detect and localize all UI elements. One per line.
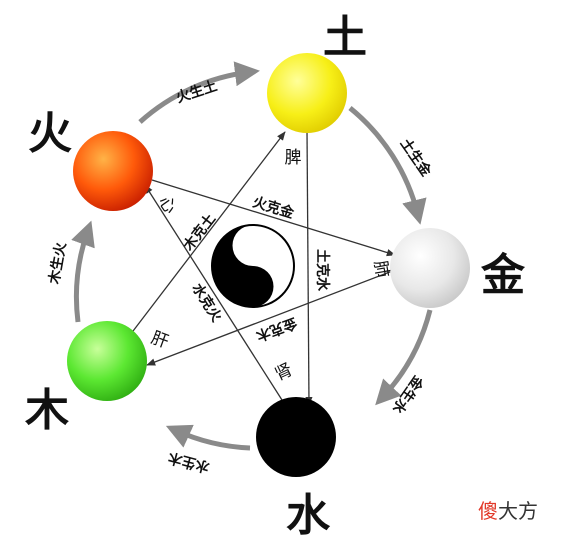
metal-label: 金 [480,250,526,301]
label-water-wood: 水生木 [165,448,211,476]
fire-node [73,131,153,211]
arrow-earth-to-metal [348,106,427,225]
arrow-water-to-wood [165,424,251,451]
generating-cycle [71,61,433,451]
arrow-fire-to-earth [138,61,260,124]
metal-node [390,228,470,308]
label-metal-wood: 金克木 [253,314,300,345]
arrow-fire-to-metal [151,179,396,257]
water-label: 水 [286,490,331,541]
controlling-star [129,129,396,406]
yin-yang-icon [211,224,295,308]
organ-heart: 心 [154,192,180,217]
arrow-water-to-fire [144,184,283,401]
label-wood-fire: 木生火 [45,240,69,286]
water-node [256,397,336,477]
wood-node [67,321,147,401]
earth-node [267,53,347,133]
earth-label: 土 [323,12,367,63]
label-metal-water: 金生水 [388,372,427,418]
watermark: 傻大方 [478,499,538,523]
wood-label: 木 [25,385,69,436]
arrow-metal-to-wood [146,269,396,366]
fire-label: 火 [28,108,72,159]
arrow-earth-to-water [305,129,313,406]
label-fire-earth: 火生土 [174,77,219,106]
organ-lung: 肺 [370,259,393,279]
arrow-wood-to-fire [71,220,95,323]
organ-kidney: 肾 [272,360,296,385]
label-earth-water: 土克水 [314,249,331,292]
arrow-metal-to-water [375,309,433,406]
label-wood-earth: 木克土 [179,210,219,254]
arrow-wood-to-earth [129,131,286,336]
organ-liver: 肝 [148,328,171,353]
organ-spleen: 脾 [285,148,302,168]
